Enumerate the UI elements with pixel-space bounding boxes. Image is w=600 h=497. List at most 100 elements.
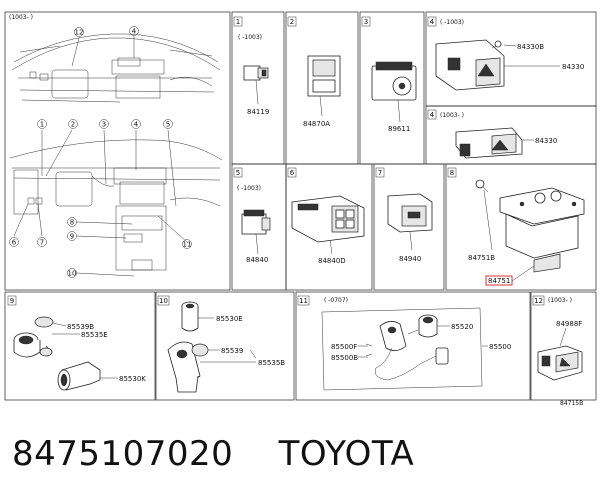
part-label-85500b: 85500B (331, 354, 358, 362)
switch-84988f-illustration (537, 345, 583, 381)
callout-10 (67, 268, 77, 278)
part-number: 8475107020 (12, 434, 234, 474)
part-label-89611: 89611 (388, 125, 410, 133)
figure-code: 84715B (560, 400, 583, 407)
callout-3 (99, 119, 109, 129)
callout-4 (131, 119, 141, 129)
part-label-85530k: 85530K (119, 375, 146, 383)
part-label-84330-upper: 84330 (562, 63, 584, 71)
callout-6 (9, 237, 19, 247)
panel-6: 6 84840D (285, 163, 373, 291)
panel-9: 9 85539B 85535E 85530K (4, 291, 156, 401)
svg-text:10: 10 (159, 297, 168, 305)
switch-84840d-illustration (291, 195, 365, 255)
callout-4-label: 4 (134, 121, 139, 129)
part-label-85500: 85500 (489, 343, 511, 351)
panel-3: 3 89611 (359, 11, 425, 165)
panel-8: 8 84751B 84751 (445, 163, 597, 291)
callout-2-label: 2 (71, 121, 75, 129)
part-label-84330-lower: 84330 (535, 137, 557, 145)
callout-4-top (129, 26, 139, 36)
socket-85530e-illustration (167, 301, 209, 393)
callout-12-top (74, 27, 84, 37)
switch-84751-illustration (475, 179, 585, 273)
part-label-85535e: 85535E (81, 331, 108, 339)
switch-84940-illustration (387, 193, 433, 251)
svg-text:7: 7 (378, 169, 382, 177)
switch-84870a-illustration (307, 55, 341, 117)
panel-11-range: ( -0707) (324, 297, 348, 304)
svg-text:3: 3 (364, 18, 368, 26)
panel-5: 5 ( -1003) 84840 (231, 163, 287, 291)
panel-1-range: ( -1003) (238, 34, 262, 41)
panel-4b-range: (1003- ) (440, 112, 464, 119)
part-label-85500f: 85500F (331, 343, 357, 351)
callout-5-label: 5 (166, 121, 170, 129)
svg-text:11: 11 (299, 297, 308, 305)
panel-4-range: ( -1003) (440, 19, 464, 26)
callout-8 (67, 217, 77, 227)
panel-12-range: (1003- ) (548, 297, 572, 304)
hazard-switch-illustration (435, 39, 505, 91)
callout-6-label: 6 (12, 239, 17, 247)
panel-10: 10 85530E 85539 85535B (155, 291, 295, 401)
svg-text:2: 2 (290, 18, 294, 26)
panel-12: 12 (1003- ) 84988F (530, 291, 597, 401)
panel-1: 1 ( -1003) 84119 (231, 11, 285, 165)
socket-85500-illustration (321, 307, 483, 391)
overview-range-label: (1003- ) (9, 14, 33, 21)
panel-4b: 4 (1003- ) 84330 (425, 105, 597, 165)
part-label-84840: 84840 (246, 256, 268, 264)
panel-5-range: ( -1003) (237, 185, 261, 192)
svg-text:1: 1 (236, 18, 240, 26)
callout-7 (37, 237, 47, 247)
callout-11-label: 11 (183, 241, 192, 249)
part-label-84119: 84119 (247, 108, 269, 116)
callout-9 (67, 231, 77, 241)
switch-84119-illustration (243, 65, 269, 105)
panel-4: 4 ( -1003) 84330B 84330 (425, 11, 597, 107)
part-label-85530e: 85530E (216, 315, 243, 323)
highlighted-part-box (485, 275, 513, 286)
panel-2: 2 84870A (285, 11, 359, 165)
part-label-85539: 85539 (221, 347, 243, 355)
overview-panel: (1003- ) 12 4 (4, 11, 231, 291)
svg-text:5: 5 (236, 169, 240, 177)
callout-1-label: 1 (40, 121, 44, 129)
svg-text:9: 9 (10, 297, 14, 305)
callout-8-label: 8 (70, 219, 74, 227)
callout-3-label: 3 (102, 121, 106, 129)
callout-10-label: 10 (68, 270, 77, 278)
upper-dashboard-illustration (11, 33, 221, 103)
callout-1 (37, 119, 47, 129)
part-label-84988f: 84988F (556, 320, 582, 328)
panel-7: 7 84940 (373, 163, 445, 291)
part-label-84751b: 84751B (468, 254, 495, 262)
brand-name: TOYOTA (278, 434, 415, 474)
part-label-84940: 84940 (399, 255, 421, 263)
hazard-switch-late-illustration (455, 127, 523, 159)
callout-9-label: 9 (70, 233, 74, 241)
part-label-84751-highlighted: 84751 (488, 277, 510, 285)
svg-text:12: 12 (534, 297, 543, 305)
panel-11: 11 ( -0707) 85520 85500F 85500B 85500 (295, 291, 531, 401)
overview-frame (4, 11, 231, 291)
svg-text:4: 4 (430, 18, 435, 26)
svg-text:8: 8 (450, 169, 454, 177)
switch-89611-illustration (371, 61, 417, 123)
callout-7-label: 7 (40, 239, 44, 247)
part-label-85539b: 85539B (67, 323, 94, 331)
svg-text:6: 6 (290, 169, 295, 177)
callout-2 (68, 119, 78, 129)
callout-12-top-label: 12 (75, 29, 84, 37)
part-caption: 8475107020 TOYOTA (12, 434, 414, 474)
part-label-84870a: 84870A (303, 120, 330, 128)
switch-84840-illustration (241, 209, 271, 255)
part-label-85535b: 85535B (258, 359, 285, 367)
callout-4-top-label: 4 (132, 28, 137, 36)
svg-text:4: 4 (430, 111, 435, 119)
part-label-85520: 85520 (451, 323, 473, 331)
part-label-84840d: 84840D (318, 257, 346, 265)
lower-dashboard-illustration (9, 129, 223, 277)
